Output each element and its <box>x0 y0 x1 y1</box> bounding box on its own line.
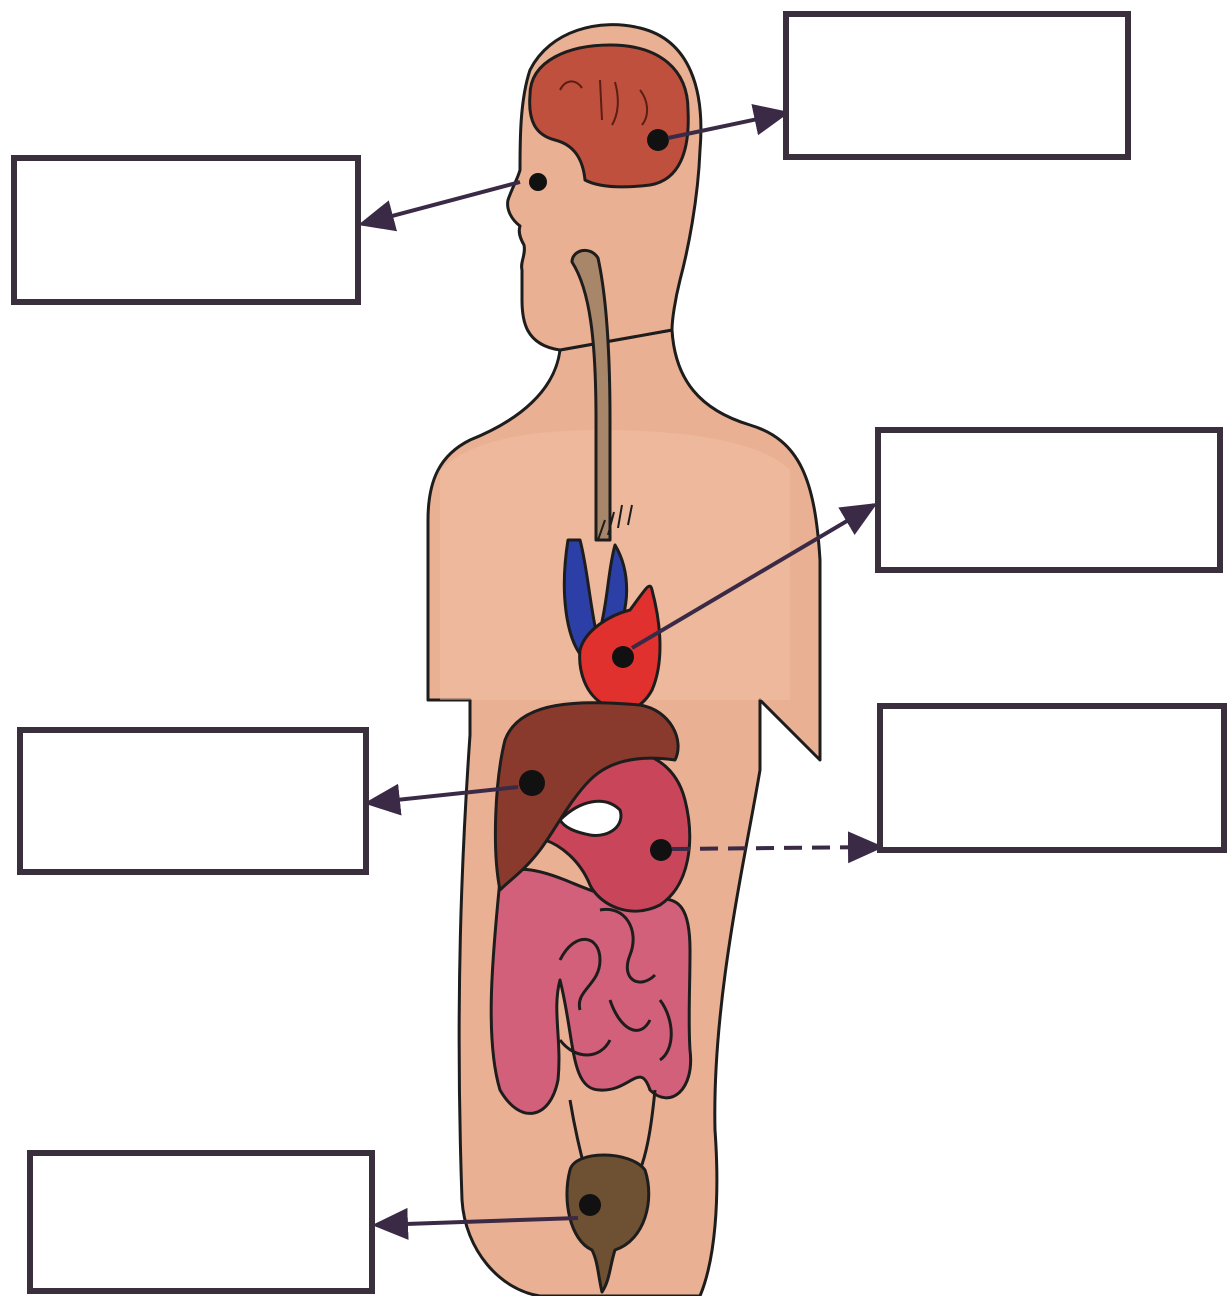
label-box-brain-frame <box>786 14 1128 157</box>
label-box-eye-frame <box>14 158 358 302</box>
label-box-bladder-frame <box>30 1153 372 1291</box>
heart-dot <box>612 646 634 668</box>
stomach-arrow <box>672 847 880 849</box>
brain-dot <box>647 129 669 151</box>
eye-arrow <box>362 182 520 224</box>
label-box-brain[interactable] <box>786 14 1128 157</box>
bladder-dot <box>579 1194 601 1216</box>
eye-dot <box>529 173 547 191</box>
stomach-dot <box>650 839 672 861</box>
label-box-stomach-frame <box>880 706 1224 850</box>
label-box-liver[interactable] <box>20 730 366 872</box>
label-box-stomach[interactable] <box>880 706 1224 850</box>
label-box-heart[interactable] <box>878 430 1220 570</box>
label-box-liver-frame <box>20 730 366 872</box>
liver-dot <box>519 770 545 796</box>
label-box-eye[interactable] <box>14 158 358 302</box>
label-box-heart-frame <box>878 430 1220 570</box>
label-box-bladder[interactable] <box>30 1153 372 1291</box>
